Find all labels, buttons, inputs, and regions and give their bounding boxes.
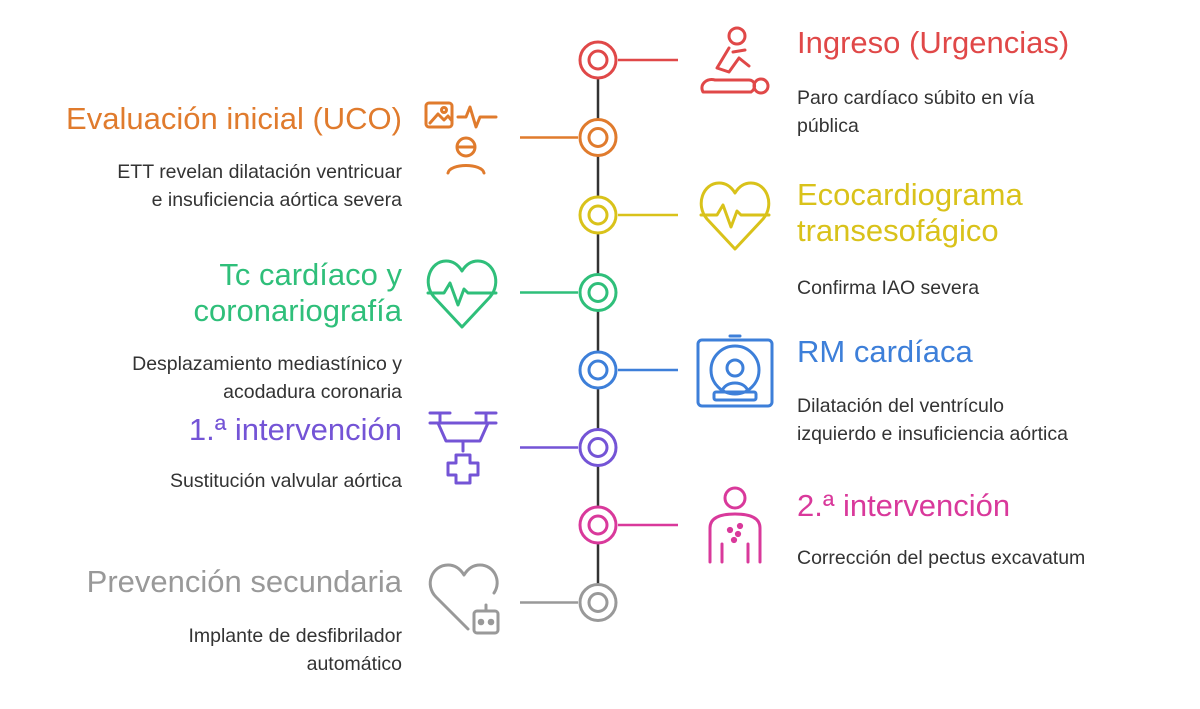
event-description-evaluacion: ETT revelan dilatación ventricuar e insu… xyxy=(117,161,402,211)
cpr-icon xyxy=(700,26,770,95)
event-description-ecocardiograma: Confirma IAO severa xyxy=(797,277,980,299)
timeline-node-inner xyxy=(587,592,609,613)
event-title-rm-cardiaca: RM cardíaca xyxy=(797,334,973,369)
event-title-intervencion-1: 1.ª intervención xyxy=(188,412,402,447)
timeline-node-inner xyxy=(587,49,609,71)
event-description-intervencion-1: Sustitución valvular aórtica xyxy=(170,470,402,492)
event-description-prevencion: Implante de desfibrilador automático xyxy=(188,625,402,675)
event-description-intervencion-2: Corrección del pectus excavatum xyxy=(797,547,1086,569)
timeline-node-inner xyxy=(587,127,609,148)
heart-device-icon xyxy=(428,563,500,635)
event-description-ingreso: Paro cardíaco súbito en vía pública xyxy=(797,87,1035,137)
medical-drone-icon xyxy=(428,411,498,485)
timeline-node-inner xyxy=(587,204,609,226)
event-title-ingreso: Ingreso (Urgencias) xyxy=(797,25,1070,60)
timeline-node-inner xyxy=(587,359,609,381)
timeline-node-inner xyxy=(587,282,609,303)
event-description-rm-cardiaca: Dilatación del ventrículo izquierdo e in… xyxy=(797,395,1068,445)
medical-imaging-icon xyxy=(424,101,498,175)
event-title-evaluacion: Evaluación inicial (UCO) xyxy=(66,101,402,136)
heart-pulse-icon xyxy=(426,259,498,329)
event-title-ecocardiograma: Ecocardiograma transesofágico xyxy=(797,177,1023,248)
timeline-node-inner xyxy=(587,514,609,536)
heart-pulse-icon xyxy=(699,181,771,251)
mri-scanner-icon xyxy=(696,334,774,408)
event-description-tc-cardiaco: Desplazamiento mediastínico y acodadura … xyxy=(132,353,402,403)
event-title-tc-cardiaco: Tc cardíaco y coronariografía xyxy=(193,257,402,328)
patient-chest-icon xyxy=(708,486,762,564)
event-title-prevencion: Prevención secundaria xyxy=(86,564,402,599)
timeline-node-inner xyxy=(587,437,609,458)
event-title-intervencion-2: 2.ª intervención xyxy=(797,488,1011,523)
